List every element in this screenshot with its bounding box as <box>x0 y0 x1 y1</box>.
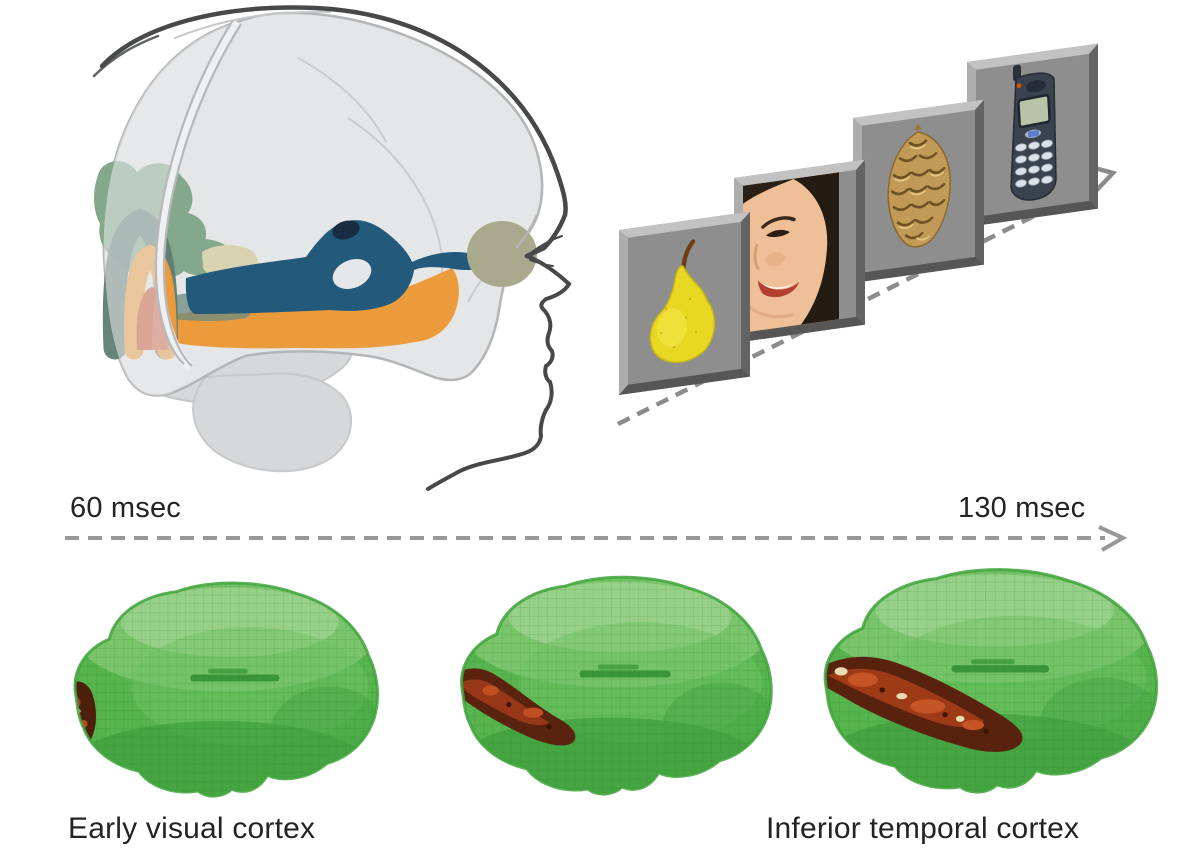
medial-double-line <box>154 19 242 371</box>
lgn-dot <box>332 220 360 240</box>
voxel-brain-early <box>73 581 379 798</box>
head-profile-outline <box>92 5 572 491</box>
phone-screen <box>1017 94 1051 129</box>
stimulus-card-pinecone <box>853 99 984 284</box>
stimulus-card-face <box>734 159 865 343</box>
orange-temporal-band <box>159 268 459 349</box>
arrowhead <box>1098 525 1128 552</box>
pinecone-image <box>887 123 951 248</box>
thalamus-hook-notch <box>332 259 372 289</box>
pear-image <box>649 239 715 363</box>
eyebrow <box>761 216 796 229</box>
phone-keypad <box>1015 139 1053 188</box>
pear-stem <box>680 239 696 274</box>
caption-inferior-temporal-cortex: Inferior temporal cortex <box>766 812 1080 845</box>
lips <box>758 280 799 298</box>
head-brain-pathway-diagram <box>92 5 572 491</box>
activation-patch <box>461 668 576 746</box>
stimulus-card-pear <box>619 211 750 395</box>
activation-patch <box>825 656 1023 752</box>
voxel-brain-mid <box>460 575 773 796</box>
timeline-start-label: 60 msec <box>70 492 181 524</box>
stimulus-card-phone <box>967 43 1098 228</box>
timeline-end-label: 130 msec <box>958 492 1086 524</box>
blue-pathway <box>185 220 493 314</box>
brain-edge-over-eye <box>515 214 539 249</box>
phone-led <box>1016 83 1022 89</box>
activation-patch <box>75 681 96 748</box>
timeline-arrow <box>65 525 1128 552</box>
phone-image <box>1010 64 1057 201</box>
eye <box>766 229 790 238</box>
caption-early-visual-cortex: Early visual cortex <box>68 812 316 845</box>
medial-flap-overlay <box>103 22 238 396</box>
eye-region-olive <box>467 221 537 287</box>
face-image <box>743 169 856 333</box>
teeth <box>761 282 795 290</box>
voxel-brain-late <box>823 568 1159 794</box>
